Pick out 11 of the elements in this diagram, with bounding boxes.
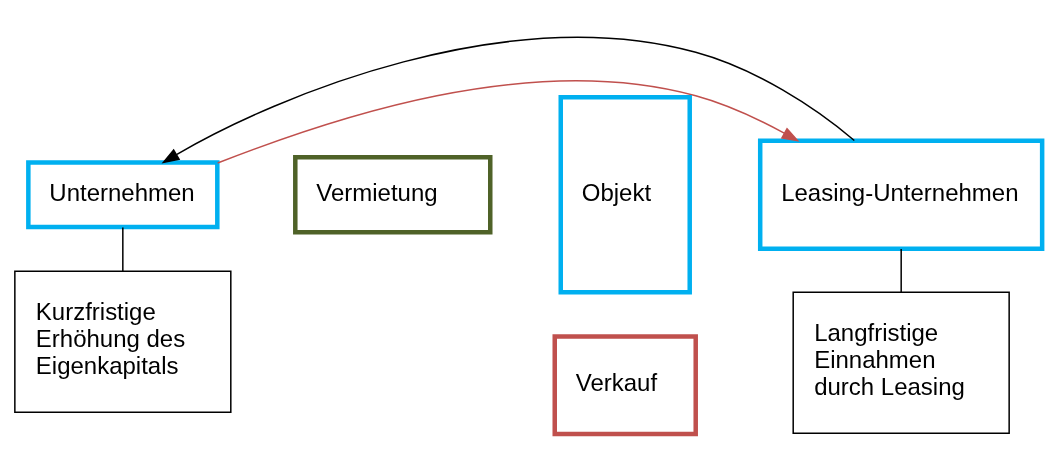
arrow — [161, 37, 856, 164]
connector — [900, 248, 902, 293]
connector — [122, 226, 124, 272]
node-box: Vermietung — [293, 155, 493, 235]
node-box: Objekt — [558, 95, 692, 295]
node-box: Langfristige Einnahmen durch Leasing — [792, 291, 1010, 434]
arrow — [216, 80, 800, 164]
node-box: Leasing-Unternehmen — [757, 138, 1045, 252]
node-box: Unternehmen — [26, 160, 220, 230]
node-box: Kurzfristige Erhöhung des Eigenkapitals — [14, 270, 232, 413]
node-box: Verkauf — [552, 334, 698, 437]
